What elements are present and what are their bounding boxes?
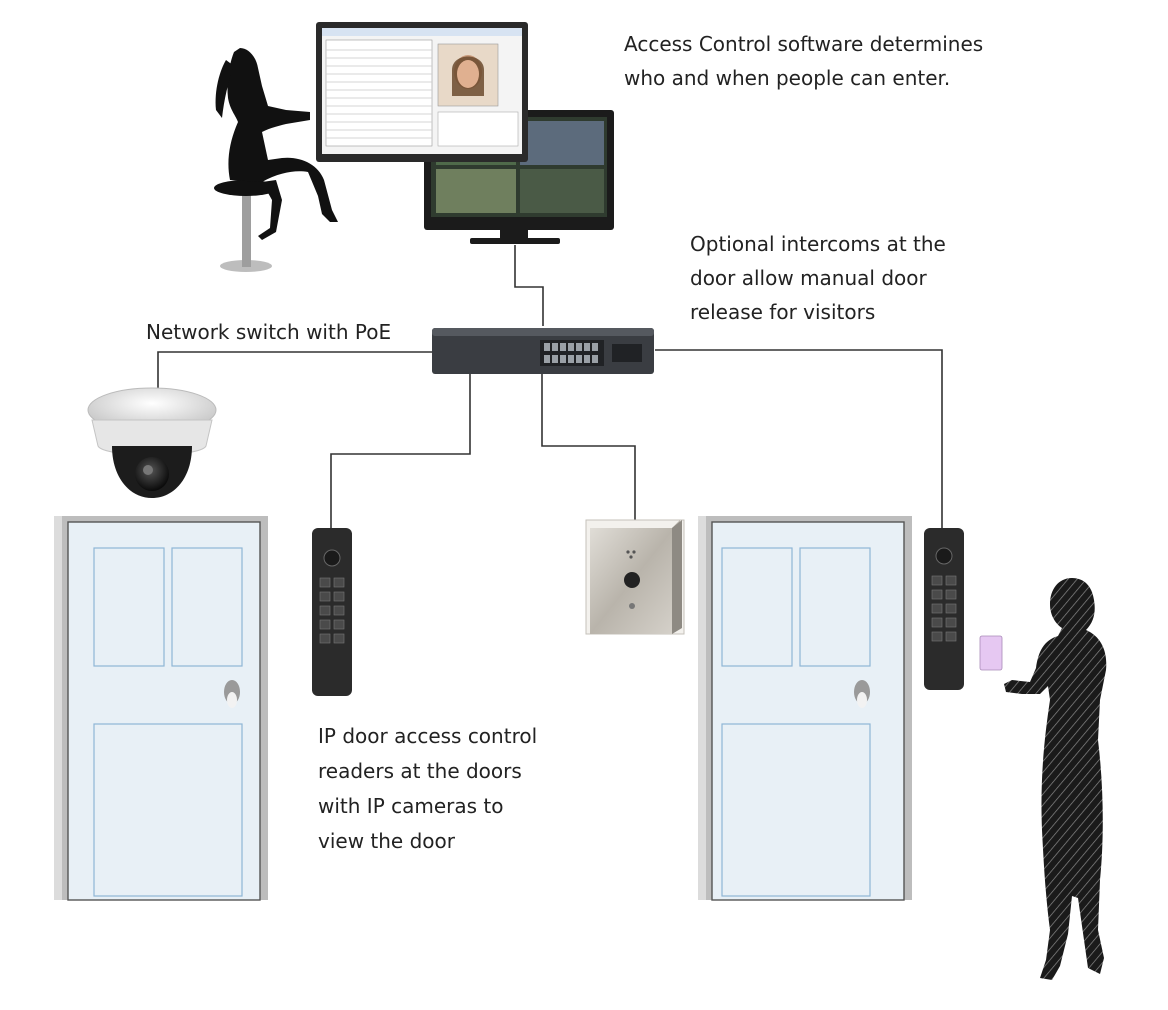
door-icon-left xyxy=(54,516,268,901)
wire-switch-reader-left xyxy=(330,374,471,528)
wire-switch-intercom xyxy=(541,374,636,520)
person-seated-icon xyxy=(214,48,338,272)
door-icon-right xyxy=(698,516,912,901)
card-reader-icon-right xyxy=(924,528,964,690)
network-switch-caption: Network switch with PoE xyxy=(146,320,392,344)
card-reader-icon-left xyxy=(312,528,352,696)
network-wiring xyxy=(157,245,943,528)
wire-switch-reader-right xyxy=(655,349,943,528)
intercom-caption: Optional intercoms at the door allow man… xyxy=(690,232,946,324)
intercom-icon xyxy=(585,519,685,635)
wire-switch-camera xyxy=(157,351,432,392)
door-readers-caption: IP door access control readers at the do… xyxy=(318,724,538,853)
network-switch-icon xyxy=(432,328,654,374)
access-card-icon xyxy=(979,635,1003,671)
software-caption: Access Control software determines who a… xyxy=(624,32,984,90)
wire-monitor-switch xyxy=(514,245,544,326)
person-standing-icon xyxy=(1004,578,1107,980)
dome-camera-icon xyxy=(87,387,217,498)
monitor-icon xyxy=(316,22,614,244)
